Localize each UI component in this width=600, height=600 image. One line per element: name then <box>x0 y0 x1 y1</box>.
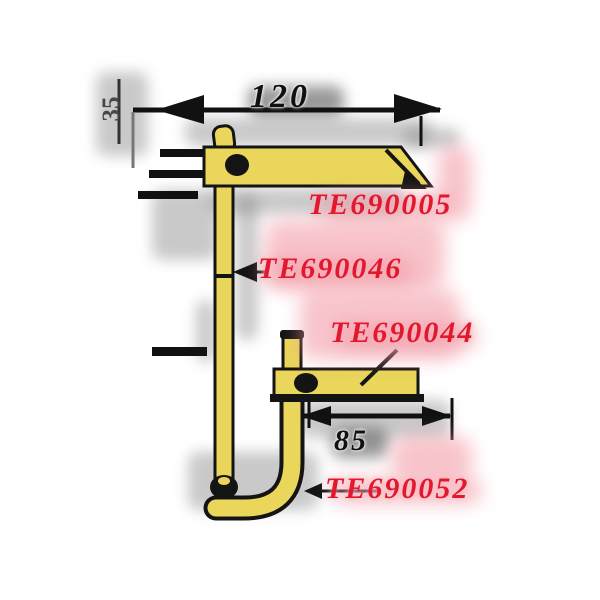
dimension-height-value: 35 <box>98 96 125 122</box>
rod-top-cap <box>280 330 304 339</box>
label-halo <box>438 145 472 205</box>
arm-tip <box>401 171 427 189</box>
rod-body <box>207 376 301 517</box>
part-number-label: TE690046 <box>258 252 403 285</box>
compression-artifact <box>152 190 218 260</box>
label-halo <box>265 258 415 284</box>
screw-rod <box>203 330 305 521</box>
rod-top-nub <box>281 334 303 374</box>
dimension-depth <box>301 398 454 440</box>
leader-te690046 <box>233 262 266 282</box>
fixed-arm-body <box>202 145 435 188</box>
label-halo <box>332 478 482 504</box>
leader-arrowhead-icon <box>304 483 322 499</box>
movable-arm-bottom-edge <box>270 394 424 402</box>
compression-artifact <box>196 300 216 362</box>
compression-artifact <box>332 428 388 458</box>
label-halo <box>338 323 478 349</box>
movable-arm-hole <box>294 373 318 393</box>
arrowhead-right-icon <box>422 406 452 426</box>
compression-artifact <box>96 72 148 156</box>
rail-body <box>213 178 235 491</box>
label-halo <box>392 436 472 482</box>
rail-end-cap <box>210 475 238 499</box>
arrowhead-left-icon <box>301 406 331 426</box>
witness-step <box>152 347 207 356</box>
dimension-width <box>117 79 442 168</box>
arm-hole <box>225 154 249 176</box>
part-number-label: TE690005 <box>308 188 453 221</box>
part-number-label: TE690052 <box>325 472 470 505</box>
fixed-arm <box>202 124 435 189</box>
compression-artifact <box>404 128 460 148</box>
part-number-label: TE690044 <box>330 316 475 349</box>
leader-arrowhead-icon <box>233 262 257 282</box>
arrowhead-right-icon <box>394 94 442 123</box>
witness-step <box>138 191 198 199</box>
witness-step <box>160 149 215 157</box>
witness-step <box>149 170 205 178</box>
movable-arm <box>270 348 424 402</box>
rail-bar <box>210 178 238 499</box>
witness-steps <box>138 149 215 356</box>
dimension-width-value: 120 <box>250 78 310 115</box>
arrowhead-left-icon <box>156 95 204 124</box>
dimension-depth-value: 85 <box>334 424 368 457</box>
rail-end-highlight <box>218 477 230 485</box>
